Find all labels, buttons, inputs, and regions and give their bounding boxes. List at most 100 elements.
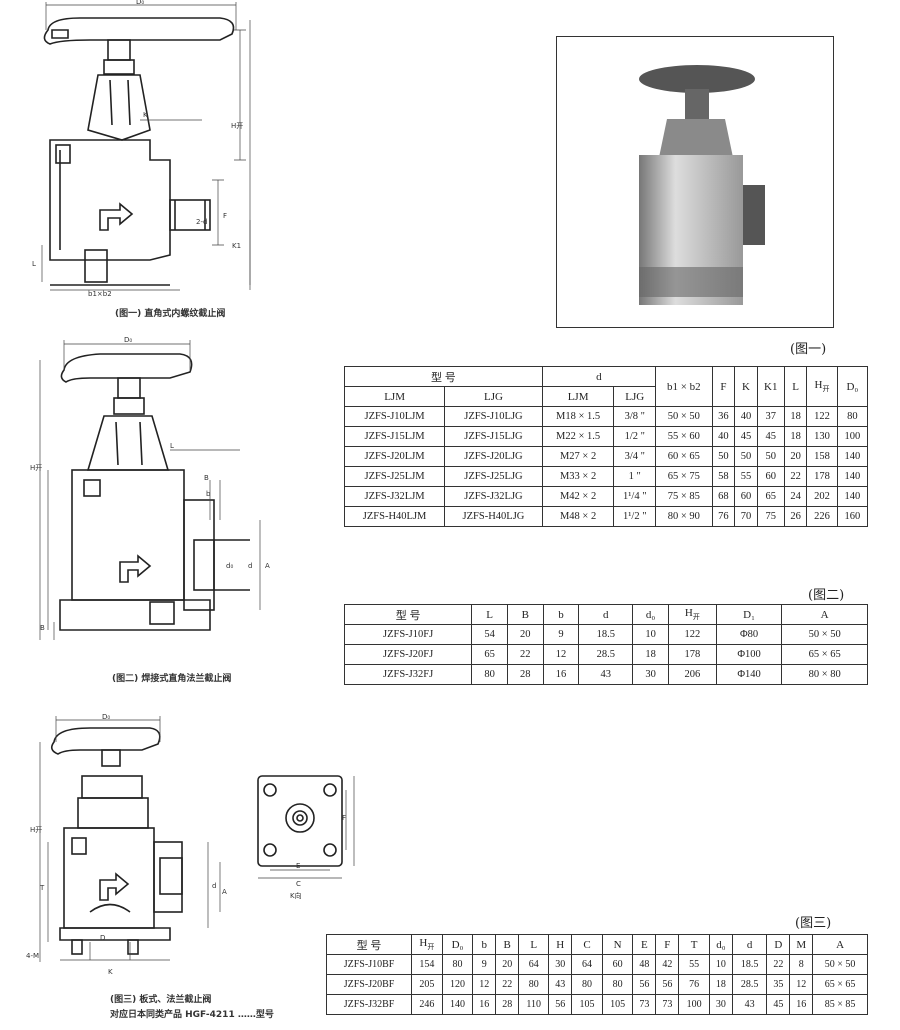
cell: JZFS-J20LJM bbox=[343, 446, 446, 467]
cell: 18.5 bbox=[731, 954, 768, 975]
cell: 1¹/2 " bbox=[613, 506, 657, 527]
col-l: L bbox=[471, 604, 508, 625]
col-d0-small: d₀ bbox=[708, 934, 733, 955]
col-h-label: H bbox=[684, 606, 693, 619]
dim-d0: D₀ bbox=[136, 0, 144, 6]
col-d0: D₀ bbox=[836, 366, 869, 407]
drawing2-caption: (图二) 焊接式直角法兰截止阀 bbox=[112, 674, 232, 684]
cell: JZFS-J32LJM bbox=[343, 486, 446, 507]
cell: 18 bbox=[783, 406, 808, 427]
cell: 37 bbox=[756, 406, 785, 427]
table-header-row: 型 号 L B b d d₀ H开 D₁ A bbox=[343, 604, 868, 625]
cell: 43 bbox=[548, 974, 573, 995]
cell: 28 bbox=[495, 994, 520, 1015]
dim-d0: D₀ bbox=[124, 336, 132, 344]
cell: 65 bbox=[471, 644, 508, 665]
drawing-welded-flange-valve: D₀ L H开 B b d A d₀ B bbox=[30, 336, 270, 640]
cell: 40 bbox=[734, 406, 758, 427]
cell: 43 bbox=[578, 664, 634, 685]
col-m: M bbox=[789, 934, 814, 955]
col-d0: D₀ bbox=[441, 934, 474, 955]
dim-a: A bbox=[265, 562, 270, 570]
cell: 20 bbox=[783, 446, 808, 467]
col-d: d bbox=[731, 934, 768, 955]
drawing-k-view: E C F K向 bbox=[257, 775, 355, 900]
cell: Φ140 bbox=[715, 664, 783, 685]
cell: 9 bbox=[542, 624, 580, 645]
col-h: H开 bbox=[806, 366, 838, 407]
dim-e: E bbox=[296, 862, 300, 870]
cell: 18 bbox=[632, 644, 669, 665]
cell: 16 bbox=[542, 664, 580, 685]
cell: 20 bbox=[495, 954, 520, 975]
sub-ljg: LJG bbox=[444, 386, 543, 407]
dim-d: d bbox=[248, 562, 252, 570]
cell: M22 × 1.5 bbox=[541, 426, 615, 447]
cell: 26 bbox=[783, 506, 808, 527]
cell: 80 bbox=[471, 664, 508, 685]
col-c: C bbox=[571, 934, 603, 955]
cell: 30 bbox=[548, 954, 573, 975]
cell: 28 bbox=[506, 664, 544, 685]
cell: JZFS-J32FJ bbox=[343, 664, 473, 685]
dim-b-lower: b bbox=[206, 490, 211, 498]
cell: 80 × 80 bbox=[781, 664, 868, 685]
cell: 45 bbox=[734, 426, 758, 447]
cell: 226 bbox=[806, 506, 838, 527]
cell: 158 bbox=[806, 446, 838, 467]
col-d1: D₁ bbox=[715, 604, 783, 625]
cell: 68 bbox=[711, 486, 736, 507]
cell: 206 bbox=[667, 664, 717, 685]
drawing-plate-flange-valve: D₀ H开 T 4-M K D A d bbox=[26, 713, 227, 976]
cell: 100 bbox=[678, 994, 710, 1015]
col-h-label: H bbox=[419, 936, 428, 949]
cell: JZFS-H40LJM bbox=[343, 506, 446, 527]
cell: 80 bbox=[836, 406, 869, 427]
cell: 55 bbox=[734, 466, 758, 487]
cell: 105 bbox=[571, 994, 603, 1015]
col-f: F bbox=[711, 366, 736, 407]
cell: 10 bbox=[708, 954, 733, 975]
cell: JZFS-J20BF bbox=[325, 974, 413, 995]
dim-d: D bbox=[100, 934, 105, 942]
cell: 12 bbox=[789, 974, 814, 995]
col-model: 型 号 bbox=[343, 604, 473, 625]
cell: 76 bbox=[678, 974, 710, 995]
cell: 76 bbox=[711, 506, 736, 527]
cell: 55 × 60 bbox=[655, 426, 713, 447]
fig2-label: (图二) bbox=[808, 588, 845, 603]
cell: 80 × 90 bbox=[655, 506, 713, 527]
cell: 36 bbox=[711, 406, 736, 427]
cell: 202 bbox=[806, 486, 838, 507]
dim-h: H开 bbox=[30, 826, 42, 834]
drawing3-subcaption: 对应日本同类产品 HGF-4211 ……型号 bbox=[110, 1010, 274, 1020]
dim-f: F bbox=[223, 212, 227, 220]
cell: 50 × 50 bbox=[655, 406, 713, 427]
cell: 122 bbox=[667, 624, 717, 645]
col-a: A bbox=[781, 604, 868, 625]
cell: JZFS-J10FJ bbox=[343, 624, 473, 645]
cell: JZFS-J20FJ bbox=[343, 644, 473, 665]
cell: M18 × 1.5 bbox=[541, 406, 615, 427]
col-h-sub: 开 bbox=[822, 385, 830, 394]
cell: 16 bbox=[789, 994, 814, 1015]
cell: 40 bbox=[711, 426, 736, 447]
cell: 1¹/4 " bbox=[613, 486, 657, 507]
cell: 9 bbox=[472, 954, 497, 975]
dim-b1b2: b1×b2 bbox=[88, 290, 112, 298]
sub-ljm: LJM bbox=[343, 386, 446, 407]
cell: JZFS-J10BF bbox=[325, 954, 413, 975]
cell: 65 bbox=[756, 486, 785, 507]
cell: 3/4 " bbox=[613, 446, 657, 467]
dim-2d: 2-d bbox=[196, 218, 207, 226]
col-l: L bbox=[518, 934, 550, 955]
col-h-sub: 开 bbox=[427, 943, 435, 952]
cell: 50 × 50 bbox=[781, 624, 868, 645]
cell: 60 bbox=[601, 954, 634, 975]
cell: 60 bbox=[756, 466, 785, 487]
